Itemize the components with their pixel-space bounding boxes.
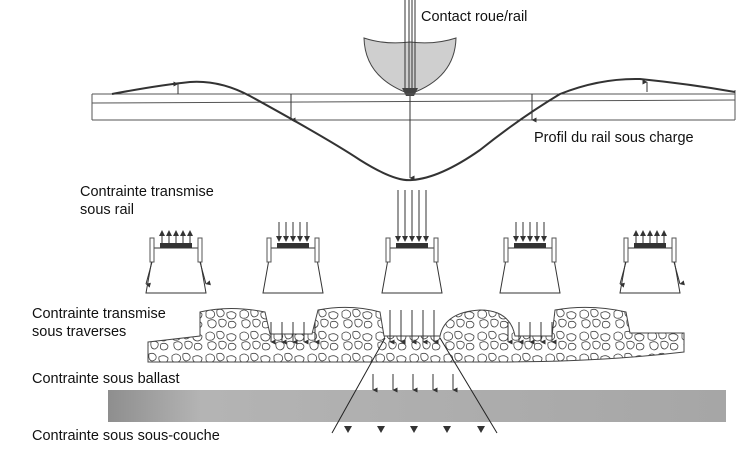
subgrade-arrow-icon xyxy=(443,426,451,433)
arrow-head-icon xyxy=(290,236,296,242)
fastening-clip xyxy=(433,237,439,263)
rail-pad xyxy=(396,243,428,248)
ballast-stress-arrows xyxy=(270,310,557,345)
subgrade-arrow-icon xyxy=(377,426,385,433)
arrow-head-icon xyxy=(173,230,179,236)
sleeper-center xyxy=(381,190,443,294)
subgrade-arrow-icon xyxy=(410,426,418,433)
fastening-clip xyxy=(266,237,272,263)
arrow-head-icon xyxy=(180,230,186,236)
fastening-clip xyxy=(503,237,509,263)
contact-point-icon xyxy=(402,88,418,96)
fastening-clip xyxy=(197,237,203,263)
label-rail-profile: Profil du rail sous charge xyxy=(534,130,694,146)
sub-ballast-layer xyxy=(108,390,726,422)
sleeper-right xyxy=(499,222,561,294)
arrow-head-icon xyxy=(534,236,540,242)
label-under-ballast: Contrainte sous ballast xyxy=(32,371,180,387)
arrow-head-icon xyxy=(527,236,533,242)
arrow-head-icon xyxy=(541,236,547,242)
sleeper-body xyxy=(619,247,681,294)
ballast xyxy=(147,306,685,363)
profile-arrows xyxy=(173,79,648,181)
subgrade-arrow-icon xyxy=(344,426,352,433)
sleeper-body xyxy=(381,247,443,294)
sleeper-far-left xyxy=(145,230,211,294)
sleepers xyxy=(145,190,685,294)
arrow-head-icon xyxy=(654,230,660,236)
arrow-head-icon xyxy=(640,230,646,236)
subballast-stress-arrows xyxy=(372,374,458,393)
arrow-head-icon xyxy=(402,236,408,242)
rail-pad xyxy=(160,243,192,248)
subgrade-arrow-icon xyxy=(477,426,485,433)
rail-pad xyxy=(514,243,546,248)
arrow-head-icon xyxy=(513,236,519,242)
sleeper-body xyxy=(145,247,207,294)
fastening-clip xyxy=(671,237,677,263)
subgrade-stress-arrows xyxy=(344,426,485,433)
arrow-head-icon xyxy=(661,230,667,236)
rail-pad xyxy=(277,243,309,248)
arrow-head-icon xyxy=(423,236,429,242)
sliding-arrow xyxy=(199,261,211,286)
arrow-head-icon xyxy=(166,230,172,236)
sliding-arrow xyxy=(145,261,153,288)
arrow-head-icon xyxy=(416,236,422,242)
arrow-head-icon xyxy=(304,236,310,242)
label-under-rail-1: Contrainte transmise xyxy=(80,184,214,200)
label-under-subballast: Contrainte sous sous-couche xyxy=(32,428,220,444)
fastening-clip xyxy=(385,237,391,263)
label-under-sleepers-1: Contrainte transmise xyxy=(32,306,166,322)
arrow-head-icon xyxy=(409,236,415,242)
sleeper-far-right xyxy=(619,230,685,294)
arrow-head-icon xyxy=(159,230,165,236)
stress-cone xyxy=(331,337,498,434)
arrow-head-icon xyxy=(520,236,526,242)
label-contact: Contact roue/rail xyxy=(421,9,528,25)
fastening-clip xyxy=(314,237,320,263)
fastening-clip xyxy=(149,237,155,263)
arrow-head-icon xyxy=(395,236,401,242)
rail-pad xyxy=(634,243,666,248)
arrow-head-icon xyxy=(276,236,282,242)
arrow-head-icon xyxy=(647,230,653,236)
arrow-head-icon xyxy=(297,236,303,242)
arrow-head-icon xyxy=(283,236,289,242)
arrow-head-icon xyxy=(633,230,639,236)
sliding-arrow xyxy=(619,261,627,288)
sleeper-body xyxy=(262,247,324,294)
sleeper-left xyxy=(262,222,324,294)
label-under-sleepers-2: sous traverses xyxy=(32,324,127,340)
sliding-arrow xyxy=(673,261,685,286)
arrow-head-icon xyxy=(187,230,193,236)
fastening-clip xyxy=(623,237,629,263)
fastening-clip xyxy=(551,237,557,263)
sleeper-body xyxy=(499,247,561,294)
label-under-rail-2: sous rail xyxy=(80,202,134,218)
wheel xyxy=(363,0,457,96)
rail xyxy=(91,90,736,121)
